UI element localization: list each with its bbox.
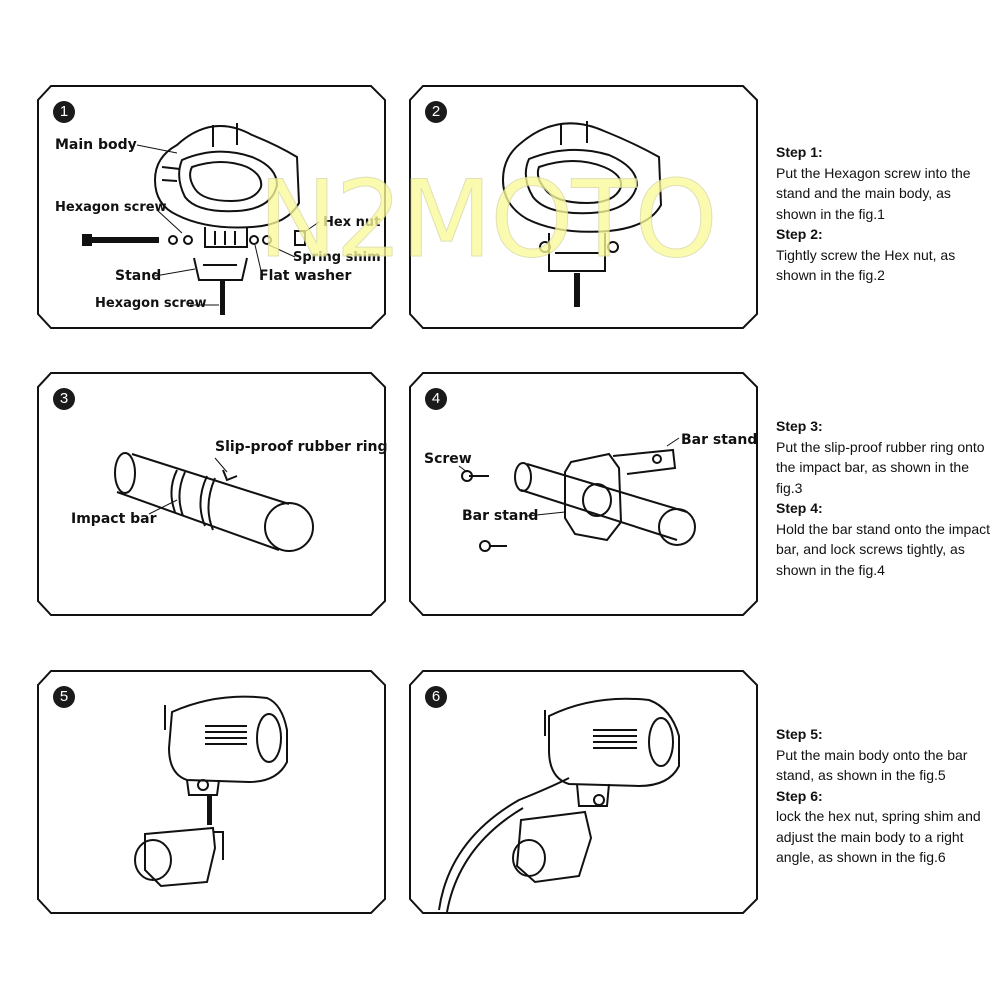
step-4-text: Hold the bar stand onto the impact bar, … bbox=[776, 520, 991, 578]
panel-step-6: 6 bbox=[409, 670, 758, 914]
impact-bar-with-ring-illustration bbox=[114, 452, 314, 552]
bar-stand-clamp-illustration bbox=[458, 437, 696, 552]
label-stand: Stand bbox=[115, 268, 162, 284]
step-number-badge: 6 bbox=[425, 686, 447, 708]
panel-step-3: 3 Slip-proof rubber ring Impact bar bbox=[37, 372, 388, 616]
step-2-title: Step 2: bbox=[776, 226, 823, 242]
step-5-text: Put the main body onto the bar stand, as… bbox=[776, 746, 968, 784]
instructions-steps-3-4: Step 3: Put the slip-proof rubber ring o… bbox=[776, 416, 991, 580]
panel-frame bbox=[37, 85, 386, 329]
instructions-steps-5-6: Step 5: Put the main body onto the bar s… bbox=[776, 724, 991, 868]
step-4-title: Step 4: bbox=[776, 500, 823, 516]
panel-step-4: 4 Screw Bar stand Bar stand bbox=[409, 372, 758, 616]
label-spring-shim: Spring shim bbox=[293, 250, 381, 265]
step-2-text: Tightly screw the Hex nut, as shown in t… bbox=[776, 246, 956, 284]
step-number-badge: 4 bbox=[425, 388, 447, 410]
step-1-text: Put the Hexagon screw into the stand and… bbox=[776, 164, 971, 222]
step-6-text: lock the hex nut, spring shim and adjust… bbox=[776, 808, 981, 865]
step-6-title: Step 6: bbox=[776, 787, 823, 804]
label-hexagon-screw: Hexagon screw bbox=[55, 200, 167, 215]
panel-step-1: 1 Main body He bbox=[37, 85, 386, 329]
panel-frame bbox=[37, 670, 386, 914]
light-assembly-exploded-illustration bbox=[82, 123, 320, 315]
step-number-badge: 3 bbox=[53, 388, 75, 410]
panel-frame bbox=[409, 670, 758, 914]
step-number-badge: 2 bbox=[425, 101, 447, 123]
label-hex-nut: Hex nut bbox=[323, 215, 381, 230]
step-3-text: Put the slip-proof rubber ring onto the … bbox=[776, 438, 985, 496]
panel-step-5: 5 bbox=[37, 670, 386, 914]
label-main-body: Main body bbox=[55, 137, 137, 153]
label-slip-proof-rubber-ring: Slip-proof rubber ring bbox=[215, 439, 388, 455]
light-assembled-illustration bbox=[501, 121, 663, 307]
step-number-badge: 1 bbox=[53, 101, 75, 123]
label-impact-bar: Impact bar bbox=[71, 511, 157, 527]
panel-step-2: 2 bbox=[409, 85, 758, 329]
panel-frame bbox=[37, 372, 386, 616]
main-body-onto-bar-stand-illustration bbox=[134, 695, 288, 888]
step-1-title: Step 1: bbox=[776, 144, 823, 160]
panel-frame bbox=[409, 85, 758, 329]
label-hexagon-screw-bottom: Hexagon screw bbox=[95, 296, 207, 311]
final-assembly-illustration bbox=[438, 697, 680, 913]
label-flat-washer: Flat washer bbox=[259, 268, 352, 284]
step-3-title: Step 3: bbox=[776, 418, 823, 434]
label-bar-stand: Bar stand bbox=[462, 508, 539, 524]
label-screw: Screw bbox=[424, 451, 472, 467]
label-bar-stand-top: Bar stand bbox=[681, 432, 758, 448]
step-5-title: Step 5: bbox=[776, 726, 823, 742]
step-number-badge: 5 bbox=[53, 686, 75, 708]
instructions-steps-1-2: Step 1: Put the Hexagon screw into the s… bbox=[776, 142, 991, 286]
